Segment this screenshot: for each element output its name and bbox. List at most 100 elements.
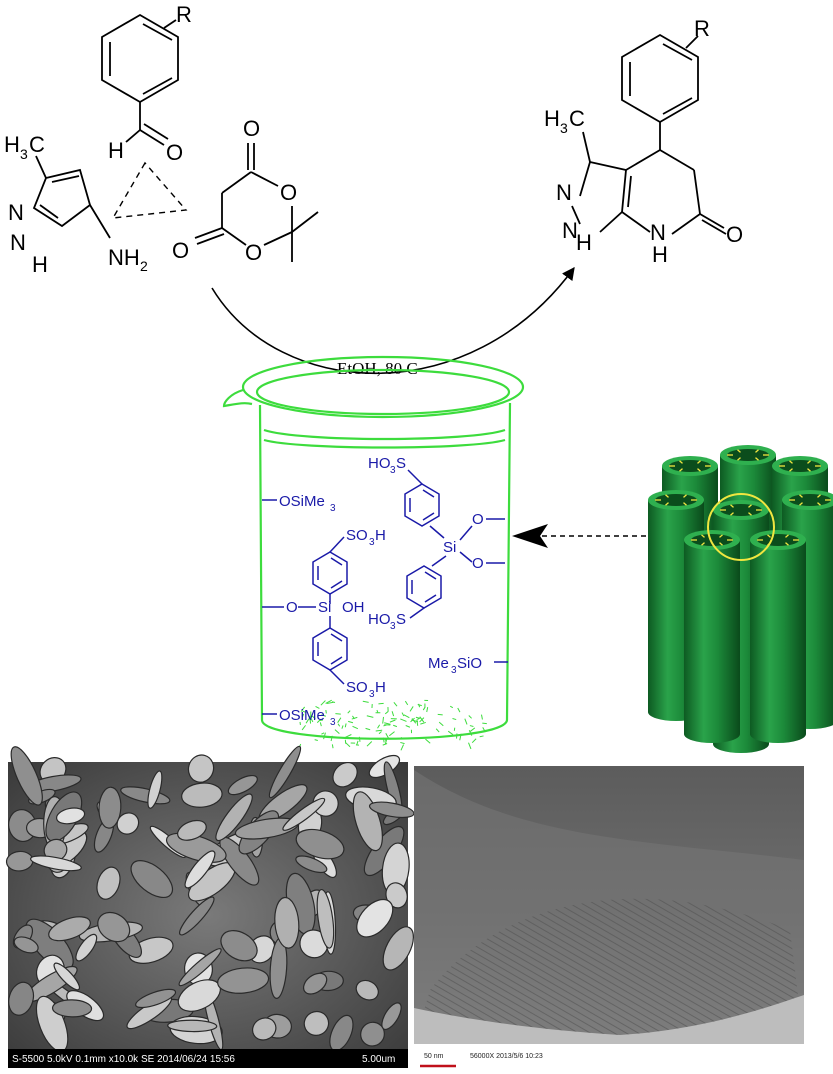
catalyst-particle bbox=[326, 701, 334, 705]
pore-group bbox=[737, 449, 741, 453]
meldrum-o-ring1: O bbox=[280, 180, 297, 205]
osime3-bottom: OSiMe bbox=[279, 707, 325, 724]
catalyst-particle bbox=[417, 703, 422, 707]
product-substituent-label: R bbox=[694, 16, 710, 41]
sem-particle bbox=[96, 866, 121, 900]
channel-wall bbox=[750, 540, 806, 743]
sem-particle bbox=[274, 896, 300, 949]
reaction-conditions: EtOH, 80 C bbox=[337, 359, 418, 378]
so3h-a-sub: 3 bbox=[369, 537, 375, 548]
catalyst-particle bbox=[311, 715, 316, 720]
catalyst-particle bbox=[315, 706, 320, 709]
catalyst-particle bbox=[391, 711, 395, 717]
catalyst-particle bbox=[344, 734, 352, 738]
benzaldehyde-substituent-label: R bbox=[176, 2, 192, 27]
sem-particle bbox=[135, 988, 177, 1009]
pore-group bbox=[665, 494, 669, 498]
catalyst-particle bbox=[314, 739, 318, 741]
o-right-1: O bbox=[472, 511, 484, 528]
pore-group bbox=[719, 534, 723, 538]
sem-particle bbox=[215, 793, 253, 842]
catalyst-particle bbox=[416, 719, 419, 726]
sem-particle bbox=[48, 916, 91, 942]
product-nh2-h: H bbox=[652, 242, 668, 267]
sem-particle bbox=[8, 981, 35, 1016]
catalyst-particle bbox=[447, 730, 454, 736]
catalyst-particle bbox=[389, 731, 395, 737]
sem-particle bbox=[184, 850, 216, 889]
sem-particle bbox=[332, 761, 358, 788]
catalyst-particle bbox=[384, 738, 387, 743]
pore-group bbox=[799, 502, 803, 506]
channel-wall bbox=[684, 540, 740, 743]
catalyst-particle bbox=[382, 737, 385, 743]
sem-particle bbox=[295, 855, 328, 874]
catalyst-particle bbox=[325, 709, 327, 714]
channel-pore bbox=[691, 534, 733, 546]
catalyst-particle bbox=[452, 718, 457, 721]
catalyst-particle bbox=[479, 735, 484, 738]
catalyst-particle bbox=[419, 716, 425, 723]
catalyst-particle bbox=[400, 718, 407, 722]
channel-pore bbox=[669, 460, 711, 472]
catalyst-particle bbox=[384, 710, 389, 715]
multicomponent-triangle bbox=[111, 161, 188, 219]
catalyst-particle bbox=[358, 736, 361, 742]
catalyst-particle bbox=[426, 707, 429, 713]
catalyst-particle bbox=[469, 727, 476, 732]
sem-particle bbox=[356, 898, 394, 938]
silica-channel bbox=[750, 530, 806, 743]
pore-group bbox=[789, 468, 793, 472]
catalyst-particle bbox=[422, 706, 426, 711]
so3h-b: SO bbox=[346, 679, 368, 696]
sem-particle bbox=[128, 936, 174, 964]
sem-particle bbox=[167, 1019, 218, 1033]
product-n1: N bbox=[556, 180, 572, 205]
sem-particle bbox=[53, 962, 81, 991]
o-left: O bbox=[286, 599, 298, 616]
pore-group bbox=[701, 542, 705, 546]
pore-group bbox=[817, 502, 821, 506]
catalyst-particle bbox=[398, 736, 403, 740]
sem-particle bbox=[268, 745, 302, 799]
sem-particle bbox=[29, 855, 82, 872]
sem-particle bbox=[178, 896, 215, 936]
catalyst-particle bbox=[301, 725, 306, 731]
catalyst-particle bbox=[341, 725, 344, 729]
mesoporous-silica-model bbox=[648, 445, 833, 753]
catalyst-particle bbox=[345, 742, 351, 748]
catalyst-particle bbox=[459, 733, 462, 741]
catalyst-particle bbox=[401, 712, 405, 717]
pyrazole-methyl-c: C bbox=[29, 132, 45, 157]
reaction-arrow bbox=[211, 266, 575, 375]
ho3s-b-sub: 3 bbox=[390, 621, 396, 632]
catalyst-particle bbox=[305, 718, 310, 724]
si-left: Si bbox=[318, 599, 331, 616]
catalyst-particle bbox=[382, 716, 385, 724]
aldehyde-o-label: O bbox=[166, 140, 183, 165]
pore-group bbox=[807, 468, 811, 472]
catalyst-particle bbox=[389, 719, 396, 723]
product-methyl-h: H bbox=[544, 106, 560, 131]
sem-particle bbox=[97, 911, 131, 943]
ho3s-a-sub: 3 bbox=[390, 465, 396, 476]
catalyst-particle bbox=[382, 743, 388, 746]
catalyst-particle bbox=[405, 725, 411, 728]
pore-group bbox=[683, 502, 687, 506]
catalyst-particle bbox=[420, 721, 426, 725]
pore-group bbox=[748, 504, 752, 508]
pore-group bbox=[665, 502, 669, 506]
product-methyl-c: C bbox=[569, 106, 585, 131]
pyrazole-amine-sub: 2 bbox=[140, 258, 148, 274]
catalyst-particle bbox=[400, 741, 405, 745]
oh-left: OH bbox=[342, 599, 365, 616]
sem-particle bbox=[303, 1010, 330, 1036]
channel-pore bbox=[779, 460, 821, 472]
catalyst-particle bbox=[468, 730, 473, 736]
product-nh1-h: H bbox=[576, 230, 592, 255]
pyrazole-nh-n: N bbox=[10, 230, 26, 255]
pore-group bbox=[737, 457, 741, 461]
sem-particle bbox=[178, 948, 222, 987]
meldrum-o-ring2: O bbox=[245, 240, 262, 265]
